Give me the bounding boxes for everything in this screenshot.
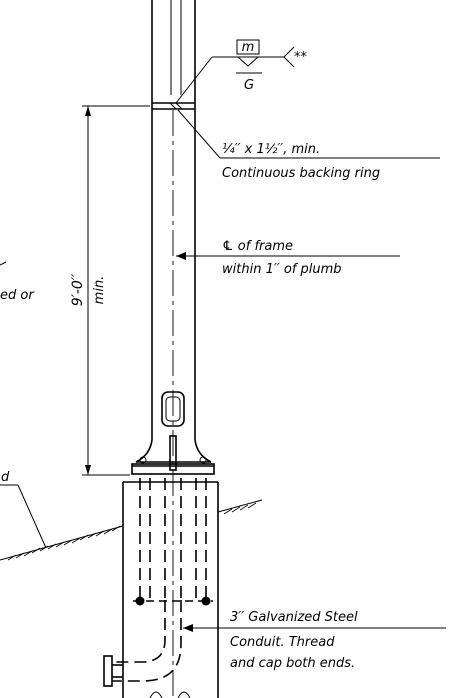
concrete-foundation: [122, 481, 219, 698]
weld-box-letter: m: [242, 40, 255, 55]
left-note-fragment-1: ed or: [0, 288, 35, 303]
frame-plumb-callout: ℄ of frame within 1′′ of plumb: [176, 239, 400, 277]
weld-ring: [152, 102, 195, 110]
hand-hole: [161, 391, 185, 427]
left-note-fragment-2: d: [1, 470, 10, 485]
conduit-elbow: [103, 600, 182, 687]
backing-ring-label: Continuous backing ring: [222, 166, 380, 181]
conduit-callout: 3′′ Galvanized Steel Conduit. Thread and…: [183, 610, 446, 671]
conduit-note-line-2: Conduit. Thread: [230, 635, 335, 650]
conduit-note-line-3: and cap both ends.: [230, 656, 355, 671]
ground-surface: [0, 499, 263, 561]
weld-symbol: m G **: [175, 39, 308, 104]
backing-ring-callout: ¼′′ x 1½′′, min. Continuous backing ring: [177, 109, 440, 181]
weld-tail-note: **: [294, 50, 308, 65]
weld-finish-letter: G: [244, 78, 254, 93]
frame-centerline-label: ℄ of frame: [222, 239, 293, 254]
conduit-note-line-1: 3′′ Galvanized Steel: [230, 610, 358, 625]
base-plate: [131, 435, 215, 475]
anchor-bolts: [133, 478, 213, 606]
left-cropped-note: ed or d: [0, 261, 47, 549]
pole-shaft: [151, 0, 196, 440]
backing-ring-size: ¼′′ x 1½′′, min.: [222, 142, 320, 157]
height-dimension: 9′-0′′ min.: [70, 105, 150, 476]
dimension-note: min.: [92, 276, 107, 305]
frame-plumb-label: within 1′′ of plumb: [222, 262, 342, 277]
dimension-value: 9′-0′′: [70, 273, 86, 306]
